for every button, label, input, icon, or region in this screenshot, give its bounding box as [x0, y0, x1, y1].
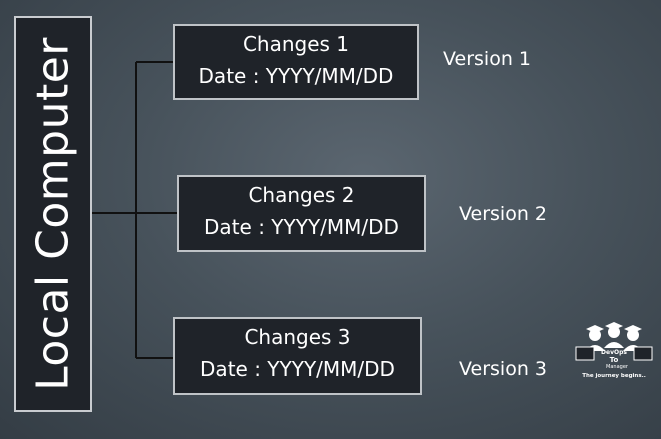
devops-to-manager-logo: DevOps To Manager The journey begins.. [575, 322, 653, 379]
changes-box-2: Changes 2 Date : YYYY/MM/DD [177, 175, 426, 252]
version-label-1: Version 1 [443, 48, 531, 70]
changes-date: Date : YYYY/MM/DD [198, 64, 394, 88]
changes-title: Changes 1 [242, 32, 350, 56]
changes-date: Date : YYYY/MM/DD [204, 215, 399, 239]
logo-mid-text: To [610, 356, 619, 364]
local-computer-box: Local Computer [14, 16, 92, 412]
version-label-3: Version 3 [459, 358, 547, 380]
laptop-icon [575, 346, 653, 361]
changes-box-1: Changes 1 Date : YYYY/MM/DD [173, 24, 419, 100]
version-label-2: Version 2 [459, 203, 547, 225]
changes-date: Date : YYYY/MM/DD [200, 357, 395, 381]
logo-bottom-text: Manager [606, 364, 629, 370]
logo-top-text: DevOps [601, 349, 627, 356]
graduate-icon [585, 322, 643, 351]
logo-tagline: The journey begins.. [582, 373, 646, 379]
changes-title: Changes 3 [244, 325, 351, 349]
changes-box-3: Changes 3 Date : YYYY/MM/DD [173, 317, 422, 395]
changes-title: Changes 2 [248, 183, 355, 207]
